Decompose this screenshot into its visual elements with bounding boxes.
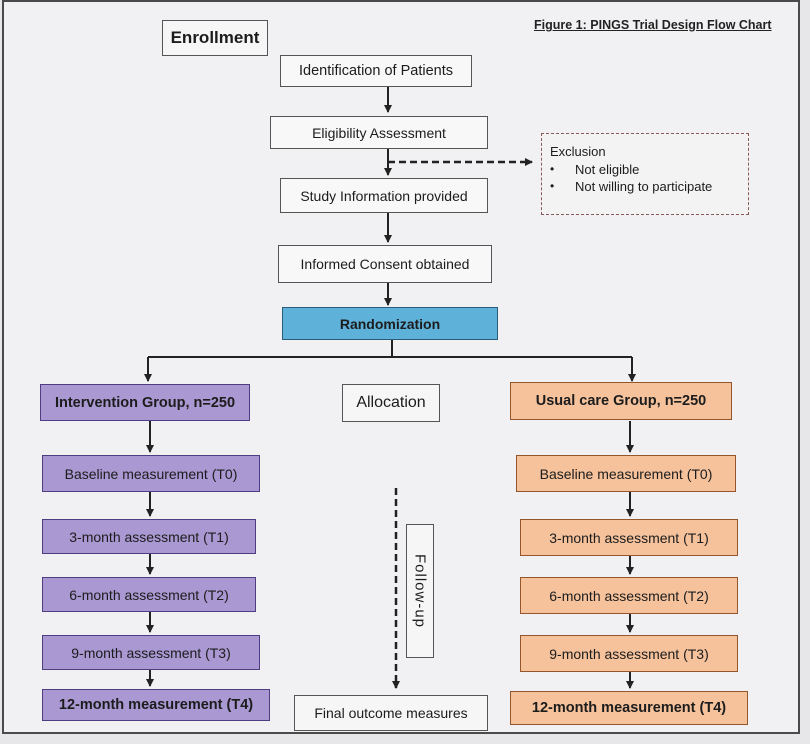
intervention-t1-box: 3-month assessment (T1)	[42, 519, 256, 554]
randomization-box: Randomization	[282, 307, 498, 340]
follow-up-text: Follow-up	[411, 553, 429, 629]
exclusion-box: Exclusion Not eligible Not willing to pa…	[541, 133, 749, 215]
usual-care-t4-box: 12-month measurement (T4)	[510, 691, 748, 725]
intervention-t4-box: 12-month measurement (T4)	[42, 689, 270, 721]
usual-care-t1-box: 3-month assessment (T1)	[520, 519, 738, 556]
intervention-t3-box: 9-month assessment (T3)	[42, 635, 260, 670]
exclusion-item: Not willing to participate	[550, 179, 748, 194]
enrollment-label: Enrollment	[162, 20, 268, 56]
figure-title: Figure 1: PINGS Trial Design Flow Chart	[534, 18, 772, 32]
study-info-box: Study Information provided	[280, 178, 488, 213]
consent-box: Informed Consent obtained	[278, 245, 492, 283]
usual-care-group-box: Usual care Group, n=250	[510, 382, 732, 420]
exclusion-item: Not eligible	[550, 162, 748, 177]
eligibility-box: Eligibility Assessment	[270, 116, 488, 149]
intervention-baseline-box: Baseline measurement (T0)	[42, 455, 260, 492]
final-outcome-box: Final outcome measures	[294, 695, 488, 731]
identification-box: Identification of Patients	[280, 55, 472, 87]
intervention-group-box: Intervention Group, n=250	[40, 384, 250, 421]
allocation-label: Allocation	[342, 384, 440, 422]
intervention-t2-box: 6-month assessment (T2)	[42, 577, 256, 612]
usual-care-t2-box: 6-month assessment (T2)	[520, 577, 738, 614]
exclusion-heading: Exclusion	[550, 144, 606, 159]
usual-care-t3-box: 9-month assessment (T3)	[520, 635, 738, 672]
follow-up-label: Follow-up	[406, 524, 434, 658]
usual-care-baseline-box: Baseline measurement (T0)	[516, 455, 736, 492]
